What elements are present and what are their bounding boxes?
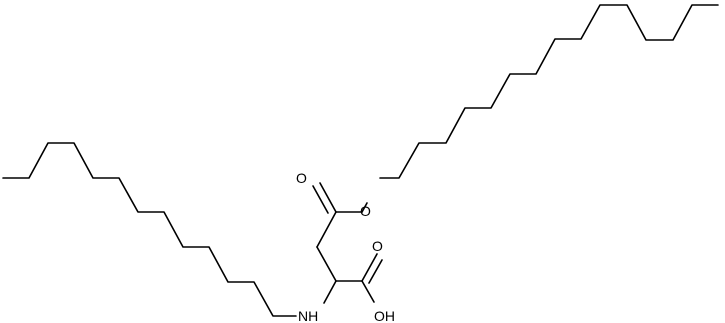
ester-ch2-bond [316, 211, 337, 248]
atom-labels: O O O NH OH [296, 170, 395, 323]
dodecyl-chain [379, 4, 719, 179]
ester-carbonyl-bond-2 [312, 185, 329, 214]
acid-carbonyl-bond-2 [368, 259, 383, 284]
ch2-ch-bond [316, 246, 337, 282]
ester-group [312, 182, 368, 248]
acid-carbonyl-bond-1 [361, 253, 378, 282]
ester-oxygen-label: O [360, 203, 371, 219]
ester-carbonyl-oxygen-label: O [296, 170, 307, 186]
ester-carbonyl-bond-1 [319, 182, 337, 213]
backbone [316, 246, 383, 304]
acid-carbonyl-oxygen-label: O [372, 238, 383, 254]
decyl-chain-bonds [2, 142, 297, 317]
ester-o-c-bond [361, 202, 368, 213]
acid-oh-bond [361, 280, 375, 303]
hydroxyl-label: OH [374, 308, 395, 323]
ch-n-bond [323, 280, 337, 304]
dodecyl-chain-bonds [379, 4, 719, 179]
amine-nitrogen-label: NH [298, 308, 318, 323]
decyl-chain [2, 142, 297, 317]
